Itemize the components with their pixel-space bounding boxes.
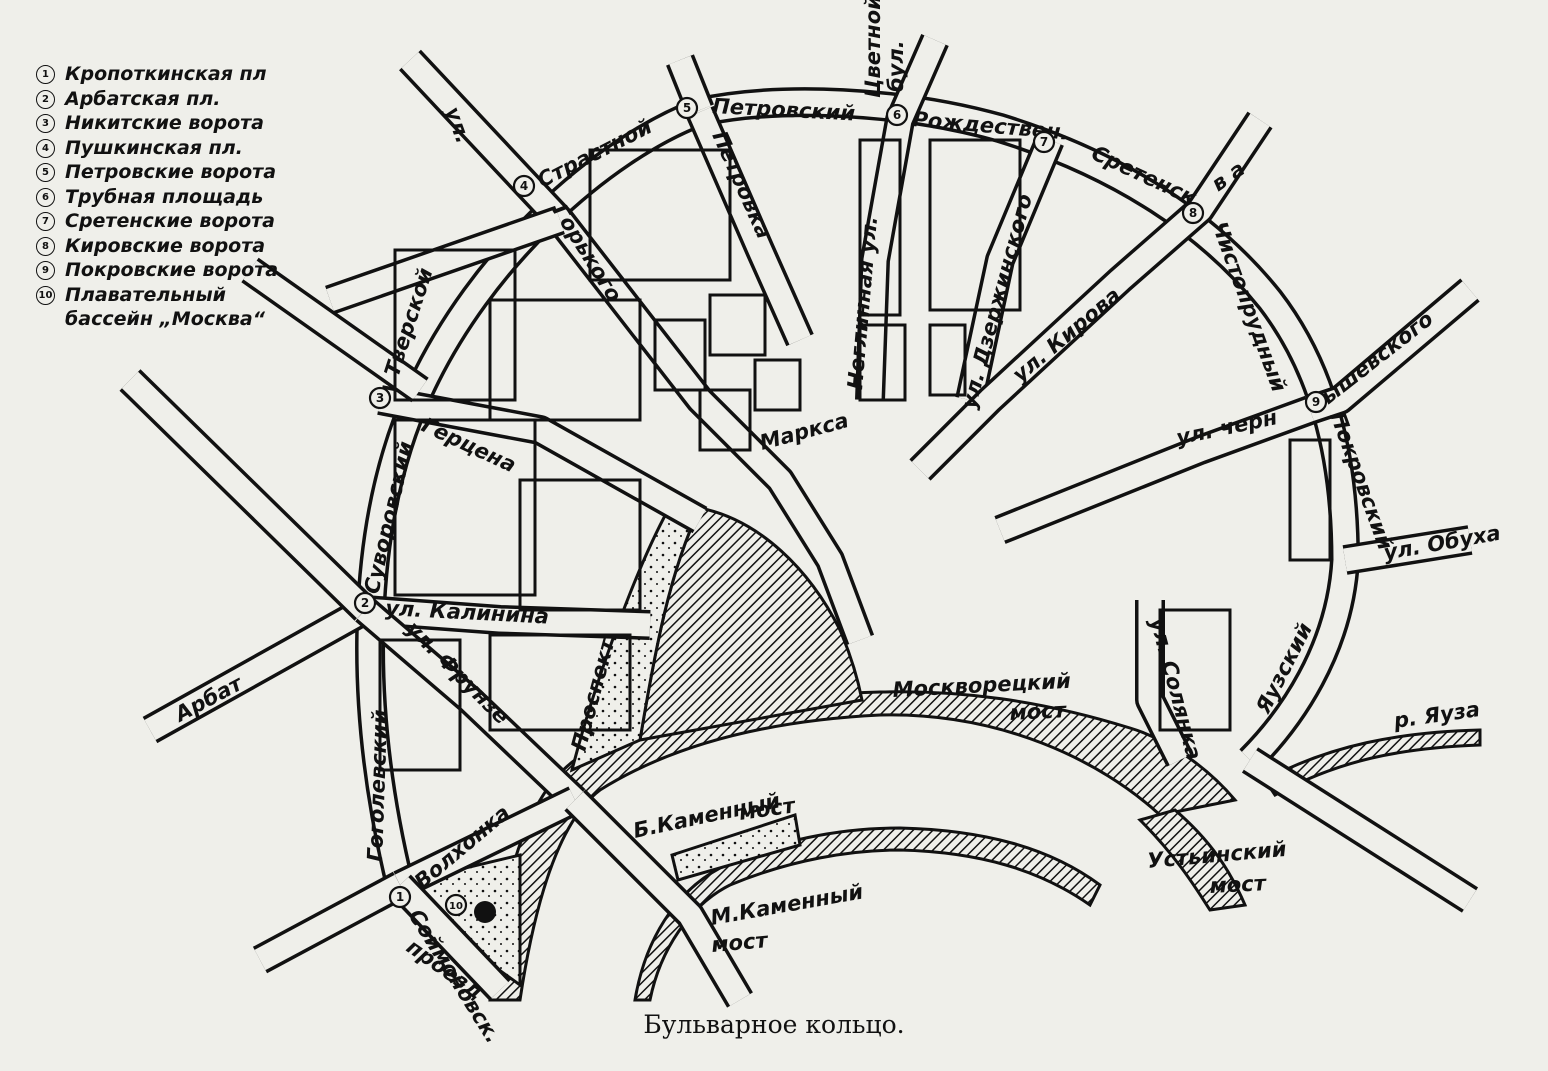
label-marksa: Маркса: [757, 408, 851, 455]
river-yauza: [1262, 728, 1482, 797]
marker-4-num: 4: [520, 179, 528, 193]
legend-item: 3 Никитские ворота: [36, 111, 356, 136]
legend-label: Плавательный бассейн „Москва“: [65, 283, 265, 331]
legend-item: 9 Покровские ворота: [36, 258, 356, 283]
legend-label: Кировские ворота: [65, 234, 266, 257]
legend-number: 9: [36, 261, 55, 280]
legend-item: 8 Кировские ворота: [36, 234, 356, 259]
label-tsvetnoi-bul: бул.: [884, 40, 908, 92]
legend-number: 4: [36, 138, 55, 158]
legend-number: 10: [36, 285, 55, 305]
streets: [119, 33, 1480, 1008]
legend-item: 5 Петровские ворота: [36, 160, 356, 185]
legend-number: 3: [36, 114, 55, 133]
legend-number: 8: [36, 236, 55, 256]
legend-item: 7 Сретенские ворота: [36, 209, 356, 234]
marker-8-num: 8: [1189, 206, 1197, 220]
legend-item: 10 Плавательный бассейн „Москва“: [36, 283, 356, 332]
legend-number: 7: [36, 212, 55, 231]
label-kirova: ул. Кирова: [1008, 283, 1125, 387]
legend-number: 1: [36, 65, 55, 84]
label-m-kamennyi: М.Каменный: [709, 879, 865, 929]
legend-label: Петровские ворота: [65, 161, 277, 183]
map-legend: 1 Кропоткинская пл 2 Арбатская пл. 3 Никитски…: [36, 62, 356, 332]
marker-4: 4: [512, 174, 536, 198]
legend-label: Кропоткинская пл: [65, 63, 267, 85]
marker-9: 9: [1304, 390, 1328, 414]
marker-7-num: 7: [1040, 135, 1048, 149]
legend-label: Сретенские ворота: [65, 210, 275, 232]
map-markers: 1 2 3 4 5 6 7 8 9 10: [353, 96, 1328, 917]
legend-number: 6: [36, 187, 55, 207]
marker-10-num: 10: [449, 901, 463, 912]
legend-item: 4 Пушкинская пл.: [36, 136, 356, 161]
legend-number: 2: [36, 89, 55, 109]
marker-9-num: 9: [1312, 395, 1320, 409]
marker-3: 3: [368, 386, 392, 410]
marker-5-num: 5: [683, 101, 691, 115]
boulevard-ring: [355, 87, 1360, 889]
marker-3-num: 3: [376, 391, 384, 405]
marker-6: 6: [885, 103, 909, 127]
label-chernyshevskogo-b: ышевского: [1316, 307, 1437, 409]
legend-label: Трубная площадь: [65, 185, 264, 208]
legend-item: 6 Трубная площадь: [36, 185, 356, 210]
label-gorkogo: Горького: [548, 200, 627, 306]
legend-label: Никитские ворота: [65, 112, 264, 134]
marker-2-num: 2: [361, 596, 369, 610]
legend-label: Арбатская пл.: [65, 87, 221, 110]
legend-label: Пушкинская пл.: [65, 136, 243, 159]
embankment-park: [670, 813, 802, 882]
legend-label: Покровские ворота: [65, 259, 279, 281]
label-ustinskii-most: мост: [1209, 871, 1268, 898]
legend-number: 5: [36, 163, 55, 182]
marker-2: 2: [353, 591, 377, 615]
city-blocks: [378, 138, 1332, 772]
label-moskvoretskii-most: мост: [1009, 698, 1068, 725]
marker-7: 7: [1032, 130, 1056, 154]
marker-1-num: 1: [396, 890, 404, 904]
map-caption: Бульварное кольцо.: [643, 1010, 905, 1039]
label-m-kamennyi-most: мост: [710, 928, 770, 957]
label-gogolevskii: Гоголевский: [363, 709, 392, 862]
legend-item: 1 Кропоткинская пл: [36, 62, 356, 87]
marker-10: 10: [444, 893, 468, 917]
marker-8: 8: [1181, 201, 1205, 225]
marker-5: 5: [675, 96, 699, 120]
legend-item: 2 Арбатская пл.: [36, 87, 356, 112]
pool-basin: [474, 901, 496, 923]
label-tsvetnoi: Цветной: [861, 0, 885, 98]
marker-6-num: 6: [893, 108, 901, 122]
label-r-yauza: р. Яуза: [1391, 697, 1481, 733]
marker-1: 1: [388, 885, 412, 909]
label-moskvoretskii: Москворецкий: [892, 669, 1072, 702]
